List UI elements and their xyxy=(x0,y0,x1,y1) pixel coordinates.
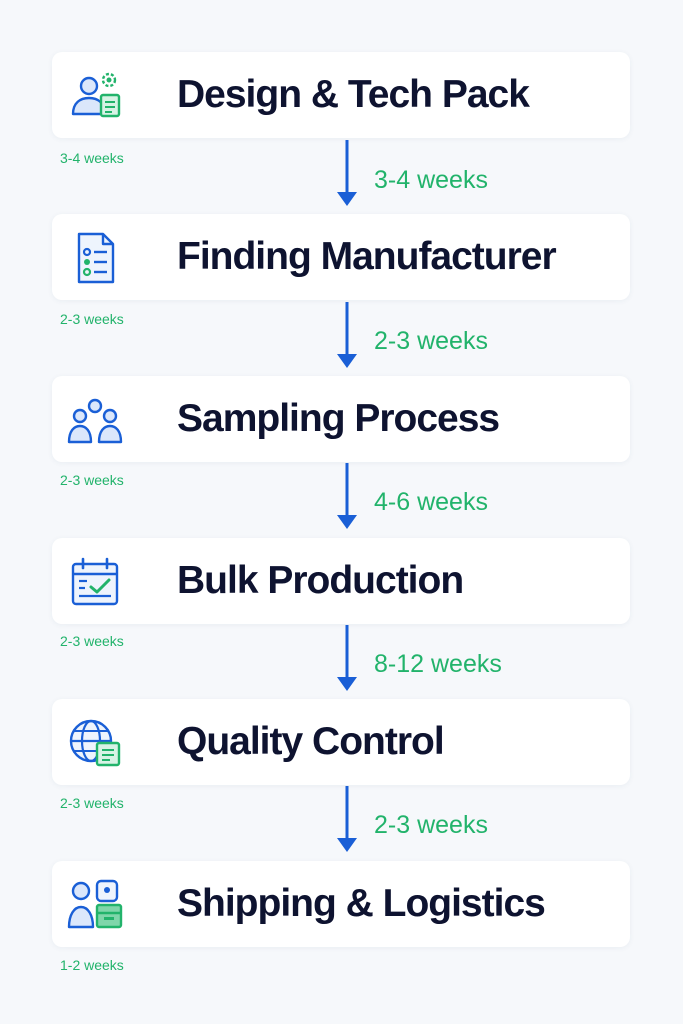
step-card-quality-control: Quality Control xyxy=(52,699,630,785)
step-title: Sampling Process xyxy=(177,397,500,440)
arrow-down-icon xyxy=(336,302,358,372)
step-title: Finding Manufacturer xyxy=(177,235,557,278)
transition-duration: 8-12 weeks xyxy=(374,650,502,678)
arrow-down-icon xyxy=(336,786,358,856)
step-card-sampling-process: Sampling Process xyxy=(52,376,630,462)
team-document-icon xyxy=(67,68,123,124)
checklist-document-icon xyxy=(67,230,123,286)
step-duration: 3-4 weeks xyxy=(60,150,124,166)
step-card-bulk-production: Bulk Production xyxy=(52,538,630,624)
step-duration: 2-3 weeks xyxy=(60,795,124,811)
arrow-down-icon xyxy=(336,140,358,210)
step-card-finding-manufacturer: Finding Manufacturer xyxy=(52,214,630,300)
step-title: Shipping & Logistics xyxy=(177,882,546,925)
user-box-icon xyxy=(67,877,123,933)
transition-duration: 3-4 weeks xyxy=(374,166,488,194)
step-title: Design & Tech Pack xyxy=(177,73,530,116)
step-card-shipping-logistics: Shipping & Logistics xyxy=(52,861,630,947)
step-duration: 2-3 weeks xyxy=(60,311,124,327)
step-title: Bulk Production xyxy=(177,559,464,602)
step-card-design-tech-pack: Design & Tech Pack xyxy=(52,52,630,138)
calendar-check-icon xyxy=(67,554,123,610)
step-duration: 1-2 weeks xyxy=(60,957,124,973)
step-duration: 2-3 weeks xyxy=(60,472,124,488)
arrow-down-icon xyxy=(336,463,358,533)
transition-duration: 2-3 weeks xyxy=(374,811,488,839)
group-people-icon xyxy=(67,392,123,448)
step-title: Quality Control xyxy=(177,720,445,763)
globe-document-icon xyxy=(67,715,123,771)
arrow-down-icon xyxy=(336,625,358,695)
step-duration: 2-3 weeks xyxy=(60,633,124,649)
transition-duration: 4-6 weeks xyxy=(374,488,488,516)
transition-duration: 2-3 weeks xyxy=(374,327,488,355)
